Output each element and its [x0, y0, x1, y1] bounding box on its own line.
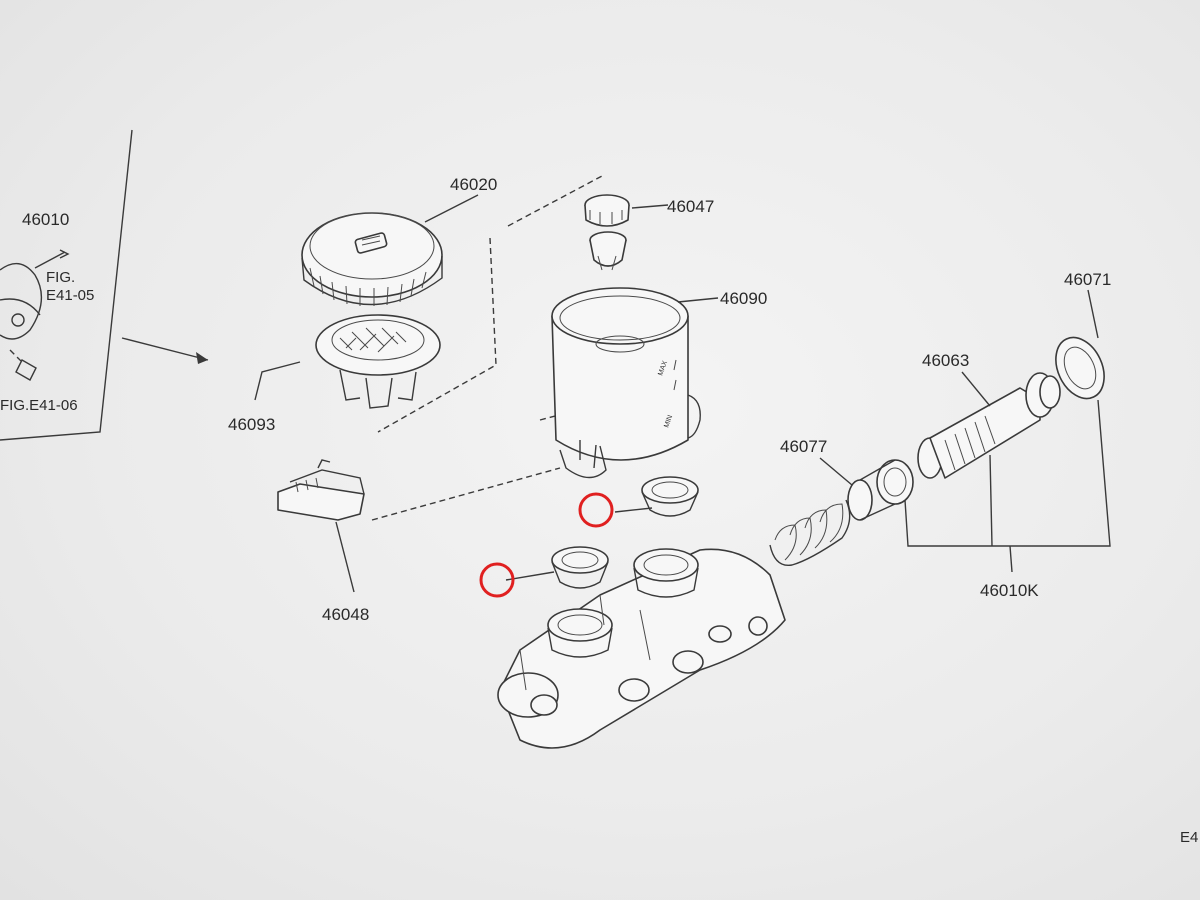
seal-upper — [641, 476, 699, 517]
leader-46071 — [1087, 289, 1099, 339]
kit-bracket-46010k — [904, 399, 1111, 573]
label-46047: 46047 — [667, 197, 714, 216]
part-46071-ring — [1055, 336, 1105, 400]
direction-arrow — [121, 337, 209, 364]
part-46020-reservoir-cap — [301, 212, 443, 306]
seal-lower — [551, 546, 609, 589]
leader-46090 — [677, 297, 719, 303]
part-46093-strainer — [315, 314, 441, 409]
leader-46048 — [335, 521, 355, 593]
label-46010k: 46010K — [980, 581, 1039, 600]
reservoir-min-mark: MIN — [663, 414, 674, 428]
leader-seal-upper — [614, 507, 653, 513]
leader-46093 — [254, 361, 301, 401]
label-46093: 46093 — [228, 415, 275, 434]
label-46020: 46020 — [450, 175, 497, 194]
label-46090: 46090 — [720, 289, 767, 308]
master-cylinder-body — [497, 548, 786, 749]
label-46077: 46077 — [780, 437, 827, 456]
page-ref-partial: E4 — [1180, 829, 1198, 846]
fig-ref-e41-06: FIG.E41-06 — [0, 397, 78, 414]
dash-bracket-to-reservoir — [371, 467, 561, 521]
label-46010: 46010 — [22, 210, 69, 229]
label-46071: 46071 — [1064, 270, 1111, 289]
reservoir-max-mark: MAX — [657, 360, 669, 377]
fig-ref-e41-05-line2: E41-05 — [46, 287, 94, 304]
part-46090-reservoir-tank: MAX MIN — [551, 287, 701, 479]
leader-46020 — [424, 194, 479, 223]
dash-cap-to-grommet — [507, 175, 603, 227]
part-46047-grommets — [584, 194, 630, 271]
fig-ref-e41-05-line1: FIG. — [46, 269, 75, 286]
label-46048: 46048 — [322, 605, 369, 624]
highlight-circle-upper — [578, 492, 614, 528]
leader-46063 — [961, 371, 991, 407]
inset-panel: 46010 FIG. E41-05 FIG.E41-06 — [0, 129, 133, 441]
part-46063-piston — [917, 372, 1061, 479]
part-46077-spring — [769, 459, 914, 567]
leader-46047 — [631, 204, 669, 209]
label-46063: 46063 — [922, 351, 969, 370]
leader-46077 — [819, 457, 853, 486]
part-46048-bracket — [277, 459, 365, 521]
highlight-circle-lower — [479, 562, 515, 598]
dash-strainer-loop — [377, 237, 497, 433]
